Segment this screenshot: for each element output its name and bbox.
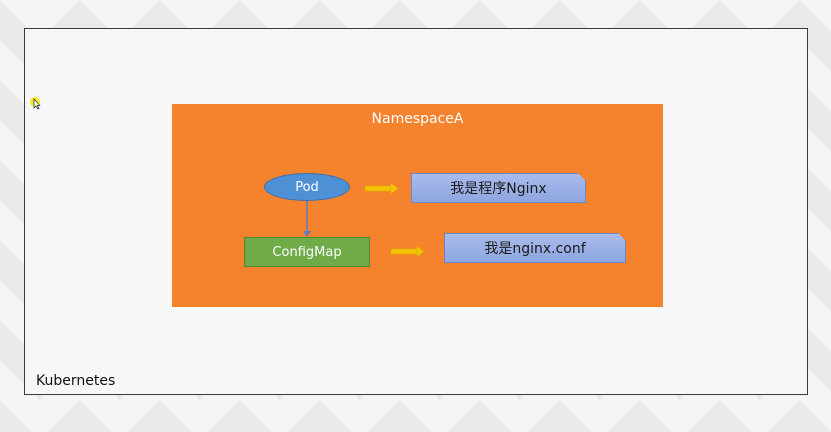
configmap-arrow-icon [390,245,425,258]
diagram-connectors [303,182,425,258]
mouse-cursor-icon [30,97,41,110]
namespace-title: NamespaceA [371,111,464,127]
pod-arrow-icon [364,182,399,195]
configmap-node: ConfigMap [244,237,370,267]
pod-note: 我是程序Nginx [411,173,586,203]
pod-node: Pod [264,173,350,201]
configmap-note: 我是nginx.conf [444,233,626,263]
kubernetes-label: Kubernetes [36,373,116,389]
namespace-box: NamespaceA Pod ConfigMap 我是程序Nginx 我是ngi… [172,104,663,307]
